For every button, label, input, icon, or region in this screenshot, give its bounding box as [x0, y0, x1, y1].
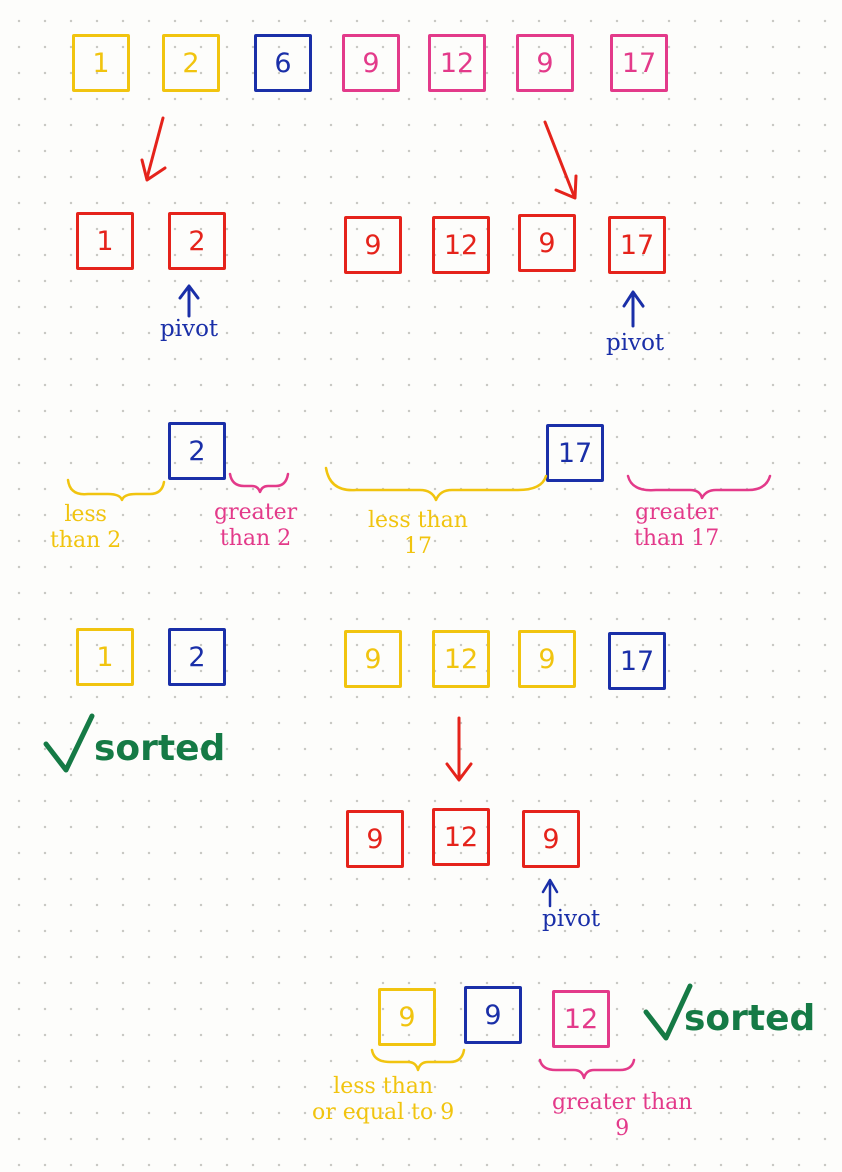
box-original-6: 17	[610, 34, 668, 92]
box-split-right-0: 9	[344, 216, 402, 274]
box-original-1: 2	[162, 34, 220, 92]
arrow-up-icon	[622, 290, 645, 328]
pivot-label-left: pivot	[160, 316, 219, 342]
box-part-right-3: 17	[608, 632, 666, 690]
box-split-right-2: 9	[518, 214, 576, 272]
checkmark-icon	[43, 713, 95, 773]
box-original-5: 9	[516, 34, 574, 92]
pivot-box-17: 17	[546, 424, 604, 482]
arrow-down-icon	[543, 120, 578, 200]
pivot-box-2: 2	[168, 422, 226, 480]
box-split-left-0: 1	[76, 212, 134, 270]
box-final-0: 9	[378, 988, 436, 1046]
box-original-4: 12	[428, 34, 486, 92]
box-part-left-0: 1	[76, 628, 134, 686]
box-split-right-1: 12	[432, 216, 490, 274]
box-split-right-3: 17	[608, 216, 666, 274]
box-split-left-1: 2	[168, 212, 226, 270]
brace-icon	[66, 478, 166, 502]
box-part-right-1: 12	[432, 630, 490, 688]
box-part-left-1: 2	[168, 628, 226, 686]
sorted-label-left: sorted	[94, 728, 226, 769]
brace-icon	[626, 474, 772, 500]
pivot-label-right: pivot	[606, 330, 665, 356]
box-sub-2: 9	[522, 810, 580, 868]
arrow-up-icon	[178, 284, 200, 318]
box-final-1: 9	[464, 986, 522, 1044]
arrow-down-icon	[140, 116, 167, 182]
arrow-down-icon	[445, 716, 473, 782]
box-sub-0: 9	[346, 810, 404, 868]
box-part-right-2: 9	[518, 630, 576, 688]
box-part-right-0: 9	[344, 630, 402, 688]
brace-icon	[324, 466, 548, 502]
box-original-0: 1	[72, 34, 130, 92]
box-final-2: 12	[552, 990, 610, 1048]
box-original-3: 9	[342, 34, 400, 92]
sorted-label-right: sorted	[684, 998, 816, 1039]
arrow-up-icon	[541, 878, 559, 908]
brace-icon	[370, 1048, 466, 1072]
box-original-2: 6	[254, 34, 312, 92]
box-sub-1: 12	[432, 808, 490, 866]
pivot-label-sub: pivot	[542, 906, 601, 932]
brace-icon	[228, 472, 290, 494]
brace-icon	[538, 1058, 636, 1080]
